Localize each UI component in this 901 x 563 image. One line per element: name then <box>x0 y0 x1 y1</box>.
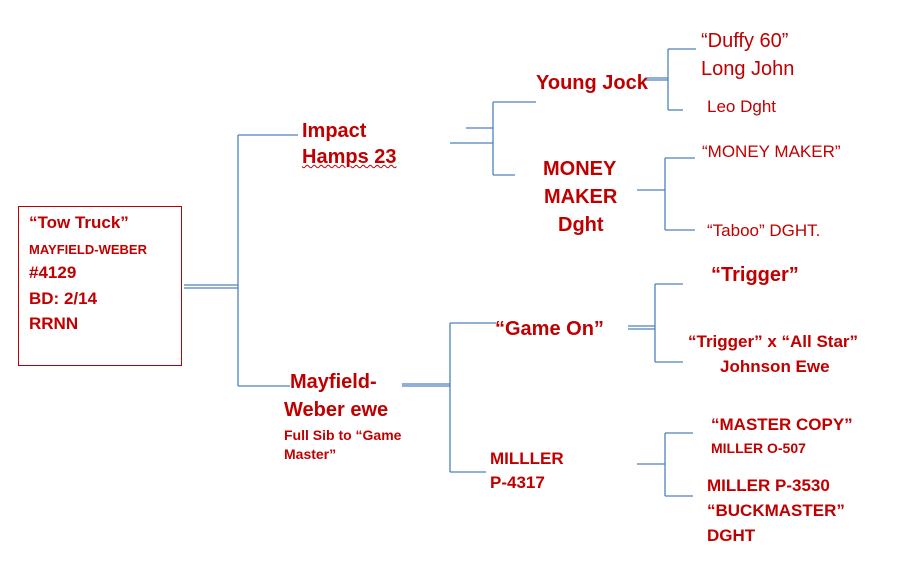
ds-dam-line1: “Trigger” x “All Star” <box>688 332 859 351</box>
sire-dam-line3: Dght <box>558 214 604 236</box>
dam-name-line2: Weber ewe <box>284 399 389 421</box>
ss-sire-line1: “Duffy 60” <box>701 30 789 52</box>
dam-dam-line1: MILLLER <box>490 449 564 468</box>
dam-note-line2: Master” <box>284 446 337 462</box>
ds-sire-name: “Trigger” <box>711 264 799 286</box>
sd-sire-name: “MONEY MAKER” <box>702 142 841 161</box>
root-number: #4129 <box>29 263 77 282</box>
sire-dam-line2: MAKER <box>544 186 618 208</box>
dam-dam-line2: P-4317 <box>490 473 545 492</box>
dam-name-line1: Mayfield- <box>290 371 377 393</box>
sire-name-line1: Impact <box>302 120 367 142</box>
root-birth-date: BD: 2/14 <box>29 289 98 308</box>
dd-sire-line1: “MASTER COPY” <box>711 415 853 434</box>
ds-dam-line2: Johnson Ewe <box>720 357 830 376</box>
ss-dam-name: Leo Dght <box>707 97 776 116</box>
dd-dam-line1: MILLER P-3530 <box>707 476 830 495</box>
dd-dam-line2: “BUCKMASTER” <box>707 501 845 520</box>
ss-sire-line2: Long John <box>701 58 795 80</box>
dam-sire-name: “Game On” <box>495 318 604 340</box>
root-name: “Tow Truck” <box>29 213 129 232</box>
sire-dam-line1: MONEY <box>543 158 617 180</box>
sire-sire-name: Young Jock <box>536 72 648 94</box>
root-breeder: MAYFIELD-WEBER <box>29 242 147 257</box>
root-animal-box: “Tow Truck” MAYFIELD-WEBER #4129 BD: 2/1… <box>18 206 182 366</box>
sire-name-line2: Hamps 23 <box>302 146 397 168</box>
sd-dam-name: “Taboo” DGHT. <box>707 221 821 240</box>
dam-note-line1: Full Sib to “Game <box>284 427 402 443</box>
root-code: RRNN <box>29 314 79 333</box>
dd-sire-line2: MILLER O-507 <box>711 440 806 456</box>
dd-dam-line3: DGHT <box>707 526 756 545</box>
